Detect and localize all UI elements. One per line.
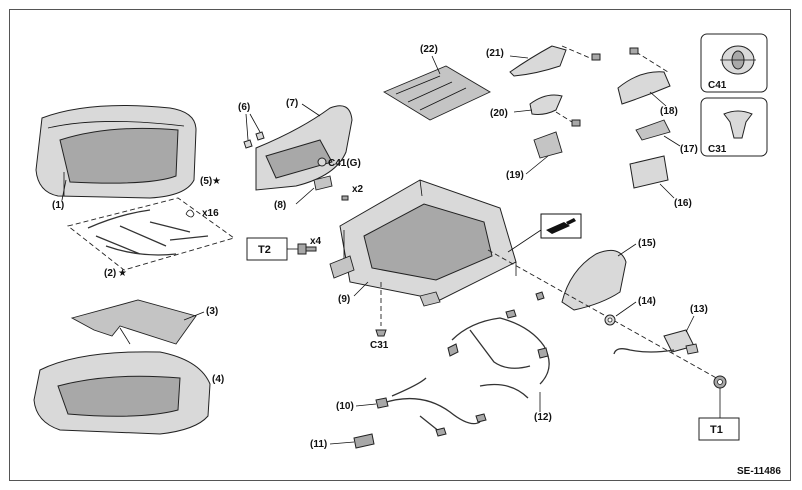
bracket-part-17 [635, 119, 671, 141]
callout-c31-box: C31 [708, 144, 727, 155]
callout-c31: C31 [370, 340, 389, 351]
qty-x2: x2 [352, 184, 364, 195]
side-shield-part-15 [561, 249, 627, 311]
buckle-part-13 [613, 329, 699, 355]
callout-t2: T2 [258, 244, 271, 256]
qty-x4: x4 [310, 236, 322, 247]
clip-c31-icon [375, 329, 387, 337]
label-part-22: (22) [420, 44, 438, 55]
label-part-20: (20) [490, 108, 508, 119]
seat-wire-set [67, 197, 236, 271]
seat-cushion-pad [35, 105, 197, 199]
bracket-part-19 [533, 131, 563, 159]
label-part-18: (18) [660, 106, 678, 117]
label-part-1: (1) [52, 200, 64, 211]
label-part-2: (2) [104, 268, 116, 279]
seat-heater-mat [70, 299, 197, 345]
clip-c31-icon [723, 110, 753, 139]
callout-box-t1 [698, 417, 740, 441]
label-part-15: (15) [638, 238, 656, 249]
washer-part-14 [604, 314, 616, 326]
label-part-16: (16) [674, 198, 692, 209]
label-part-10: (10) [336, 401, 354, 412]
diagram-code: SE-11486 [737, 466, 781, 477]
star-part-2: ★ [118, 268, 127, 279]
label-part-8: (8) [274, 200, 286, 211]
seat-frame-part-9 [329, 179, 517, 307]
harness-part-10 [375, 377, 487, 437]
label-part-21: (21) [486, 48, 504, 59]
module-part-11 [353, 433, 375, 449]
star-part-5: ★ [212, 176, 221, 187]
plate-part-22 [383, 65, 491, 121]
clip-c41-icon [720, 45, 756, 75]
nut-icon [713, 375, 727, 389]
label-part-7: (7) [286, 98, 298, 109]
label-part-17: (17) [680, 144, 698, 155]
label-part-19: (19) [506, 170, 524, 181]
label-part-6: (6) [238, 102, 250, 113]
cover-part-16 [629, 155, 669, 189]
seat-cushion-lower [33, 351, 211, 435]
callout-c41-box: C41 [708, 80, 727, 91]
bolt-icon [297, 243, 317, 255]
clips-part-6 [243, 131, 265, 149]
label-part-5: (5) [200, 176, 212, 187]
qty-x16: x16 [202, 208, 219, 219]
diagram-frame [9, 9, 791, 481]
cover-part-18 [617, 71, 671, 105]
label-part-14: (14) [638, 296, 656, 307]
label-part-11: (11) [310, 439, 327, 450]
label-part-12: (12) [534, 412, 552, 423]
screw-icon [629, 47, 639, 55]
label-part-13: (13) [690, 304, 708, 315]
screw-icon [591, 53, 601, 61]
callout-c41g: C41(G) [328, 158, 361, 169]
nut-icon [535, 291, 545, 301]
label-part-9: (9) [338, 294, 350, 305]
grease-icon [540, 213, 582, 239]
label-part-4: (4) [212, 374, 224, 385]
switch-part-8 [313, 175, 333, 191]
screw-icon [571, 119, 581, 127]
side-cover-part-7 [255, 105, 353, 191]
harness-part-12 [447, 309, 550, 399]
cover-part-21 [509, 45, 567, 77]
label-part-3: (3) [206, 306, 218, 317]
callout-t1: T1 [710, 424, 723, 436]
screw-icon [341, 195, 349, 201]
cover-part-20 [529, 94, 563, 115]
clip-part-5 [185, 209, 195, 218]
